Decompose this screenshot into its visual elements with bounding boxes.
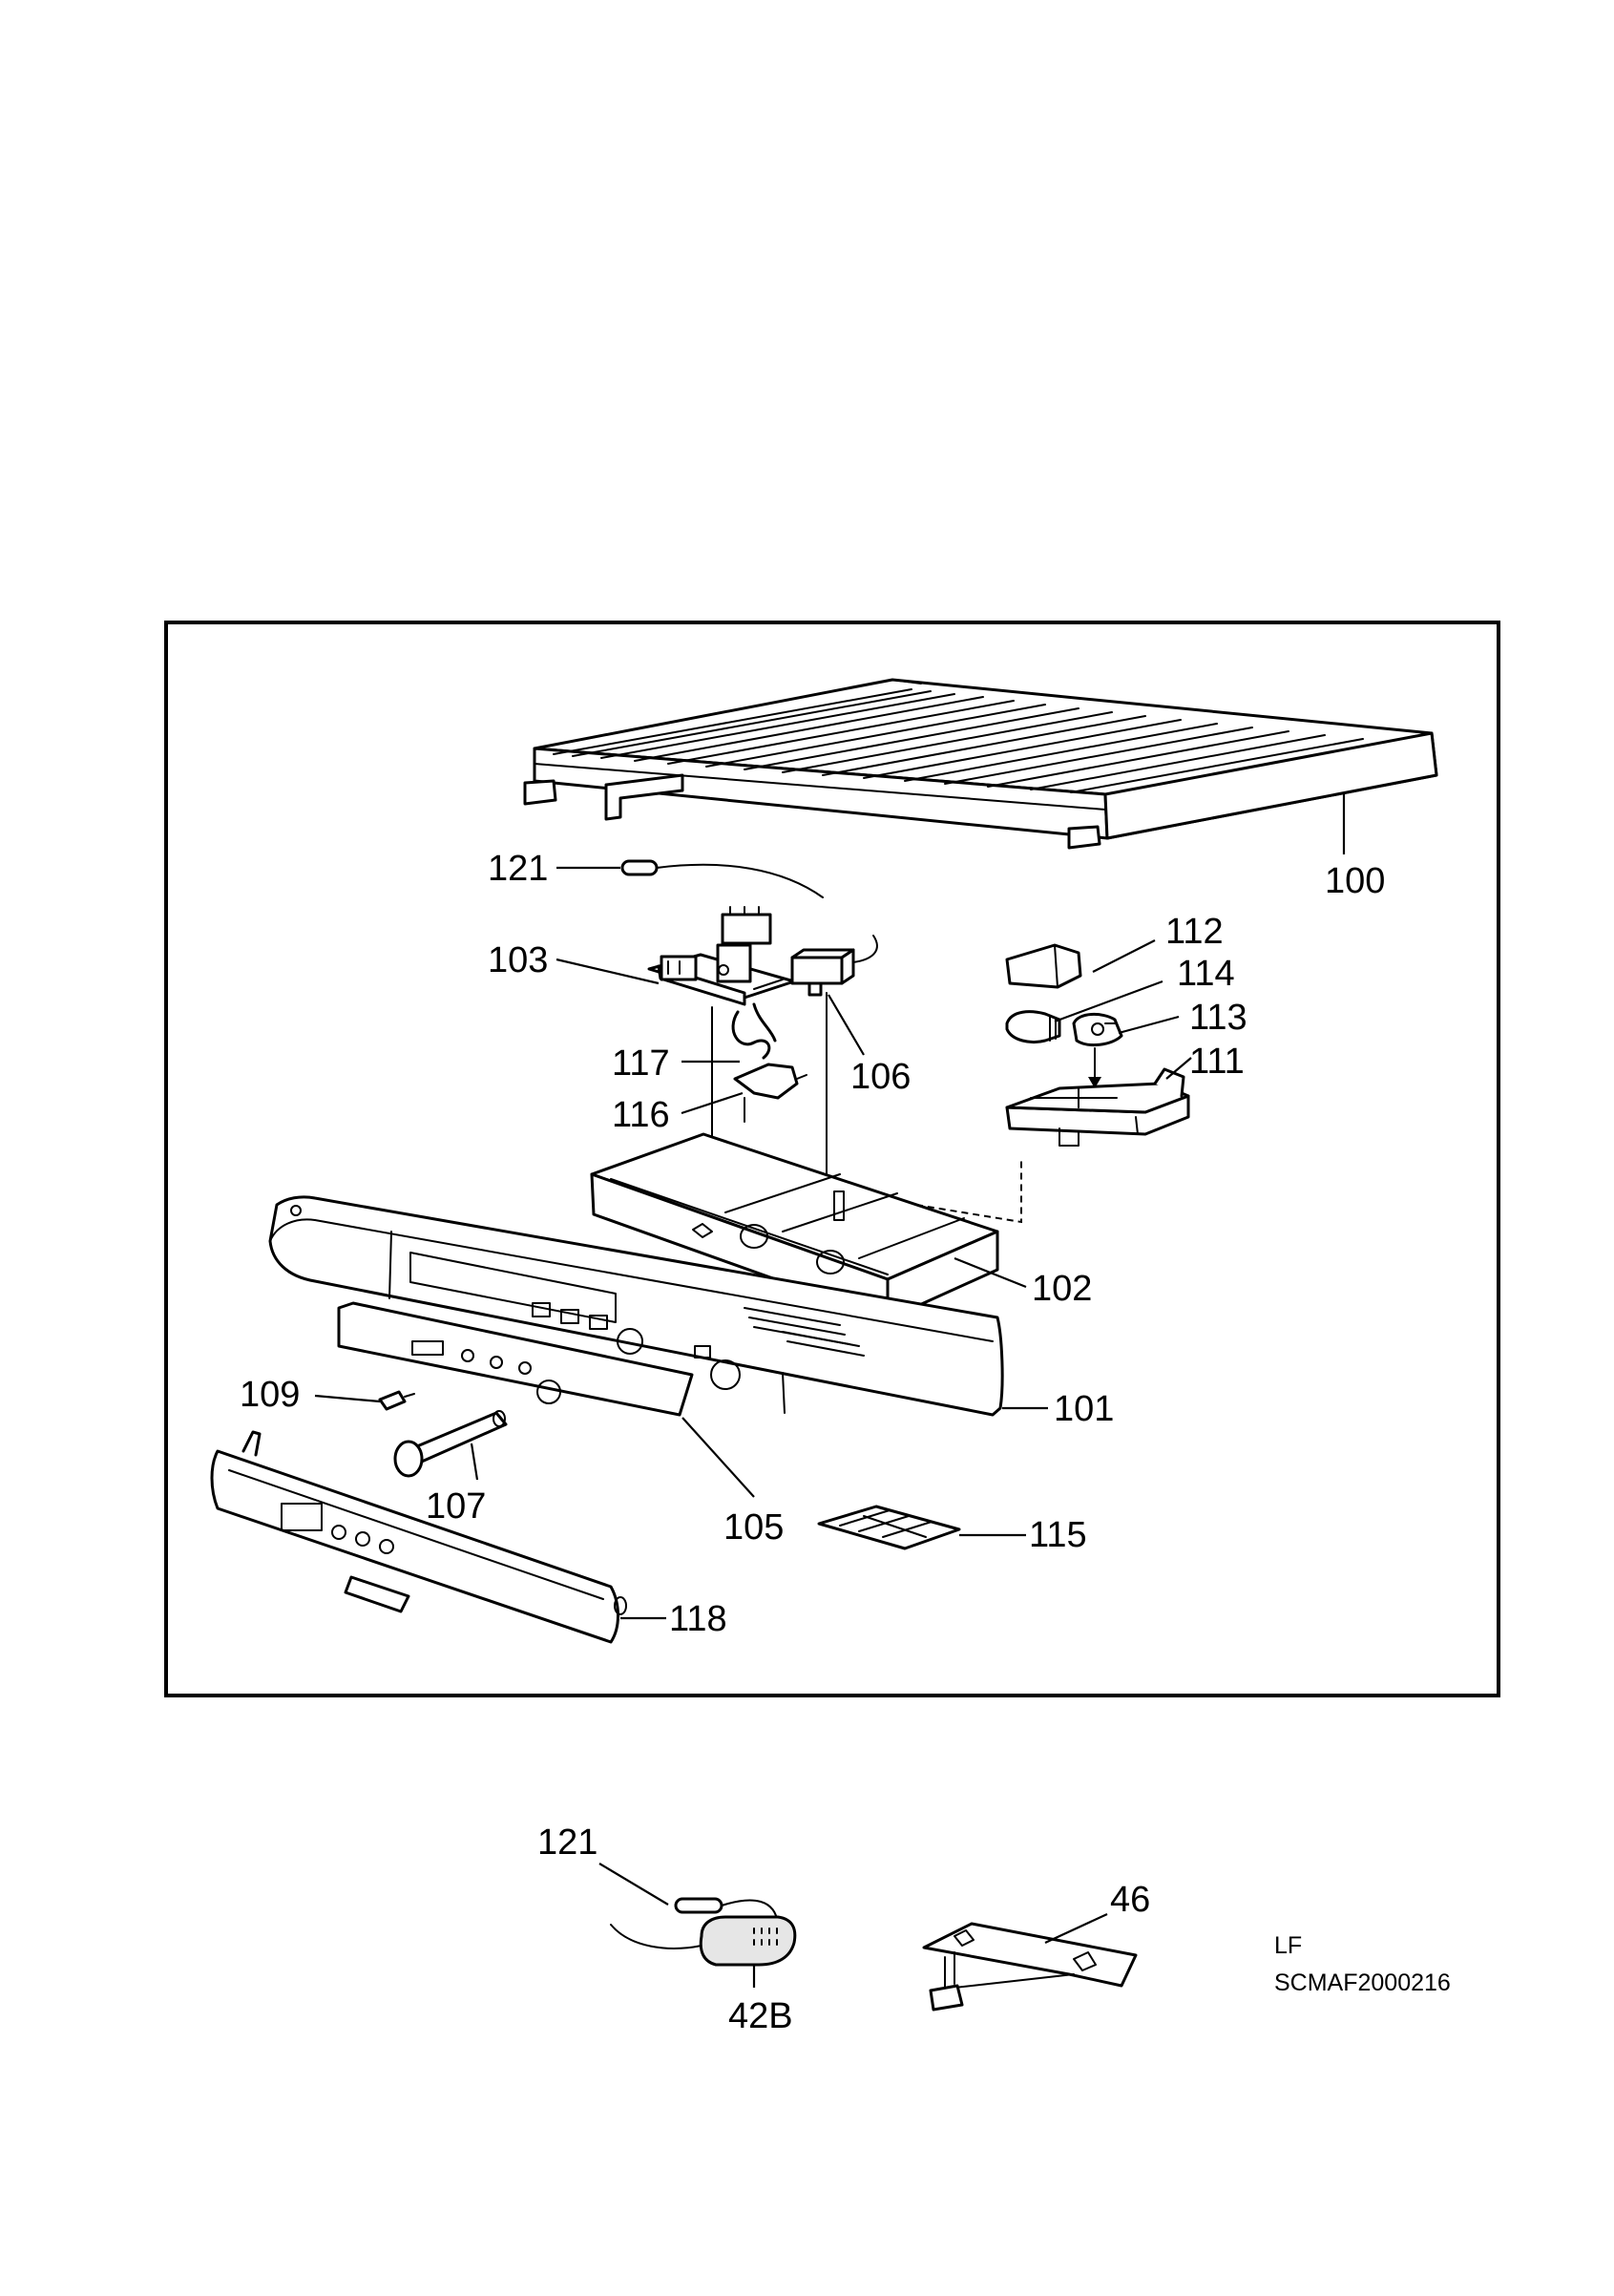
- part-105-trim: [337, 1301, 694, 1417]
- callout-117: 117: [612, 1043, 670, 1084]
- leader-106: [828, 994, 865, 1056]
- callout-121: 121: [488, 849, 548, 889]
- leader-114: [1054, 979, 1163, 1023]
- part-107-shaft: [393, 1410, 508, 1478]
- callout-112: 112: [1165, 912, 1224, 952]
- callout-103: 103: [488, 940, 548, 980]
- callout-109: 109: [240, 1375, 300, 1415]
- callout-111: 111: [1189, 1042, 1245, 1082]
- leader-105: [681, 1417, 755, 1498]
- part-118-fascia: [210, 1430, 627, 1644]
- callout-100: 100: [1325, 861, 1385, 901]
- part-115-grille: [817, 1505, 961, 1550]
- leader-113: [1118, 1015, 1180, 1035]
- callout-114: 114: [1177, 954, 1235, 994]
- dashed-link-102-111: [915, 1160, 1022, 1224]
- callout-107: 107: [426, 1486, 486, 1527]
- callout-105: 105: [723, 1507, 784, 1548]
- part-114-bulb: [1005, 1010, 1061, 1043]
- part-connector-block: [721, 906, 772, 945]
- callout-116: 116: [612, 1095, 670, 1135]
- diagram-frame: [164, 621, 1500, 1697]
- leader-112: [1092, 939, 1156, 973]
- part-101-front-panel: [268, 1195, 1004, 1417]
- leader-103: [555, 958, 660, 985]
- leader-116: [681, 1091, 744, 1115]
- leader-109: [314, 1394, 381, 1403]
- part-100-shelf: [523, 678, 1438, 850]
- part-103-control-board: [647, 943, 796, 1006]
- leader-111: [1165, 1057, 1192, 1080]
- part-113-lampholder: [1072, 1013, 1123, 1088]
- part-116-bracket: [733, 1063, 807, 1100]
- callout-113: 113: [1189, 998, 1247, 1038]
- callout-106: 106: [850, 1057, 911, 1097]
- part-46-bracket: [922, 1913, 1138, 2012]
- leader-102: [954, 1256, 1027, 1289]
- drawing-number: SCMAF2000216: [1274, 1970, 1451, 1996]
- leader-107: [470, 1443, 479, 1481]
- part-117-clip: [731, 1002, 777, 1060]
- callout-121-detail: 121: [537, 1822, 597, 1863]
- figure-code: LF: [1274, 1932, 1302, 1959]
- callout-46: 46: [1110, 1880, 1150, 1920]
- part-111-lamp-housing: [1005, 1067, 1190, 1147]
- part-112-cap: [1005, 943, 1082, 989]
- part-106-component: [790, 935, 878, 997]
- part-121-42b-sensor-module: [598, 1863, 797, 1988]
- part-109-pin: [378, 1390, 415, 1411]
- callout-42b: 42B: [728, 1996, 793, 2036]
- part-121-sensor: [620, 859, 824, 898]
- callout-102: 102: [1032, 1269, 1092, 1309]
- callout-118: 118: [669, 1599, 727, 1639]
- callout-101: 101: [1054, 1389, 1114, 1429]
- callout-115: 115: [1029, 1515, 1087, 1555]
